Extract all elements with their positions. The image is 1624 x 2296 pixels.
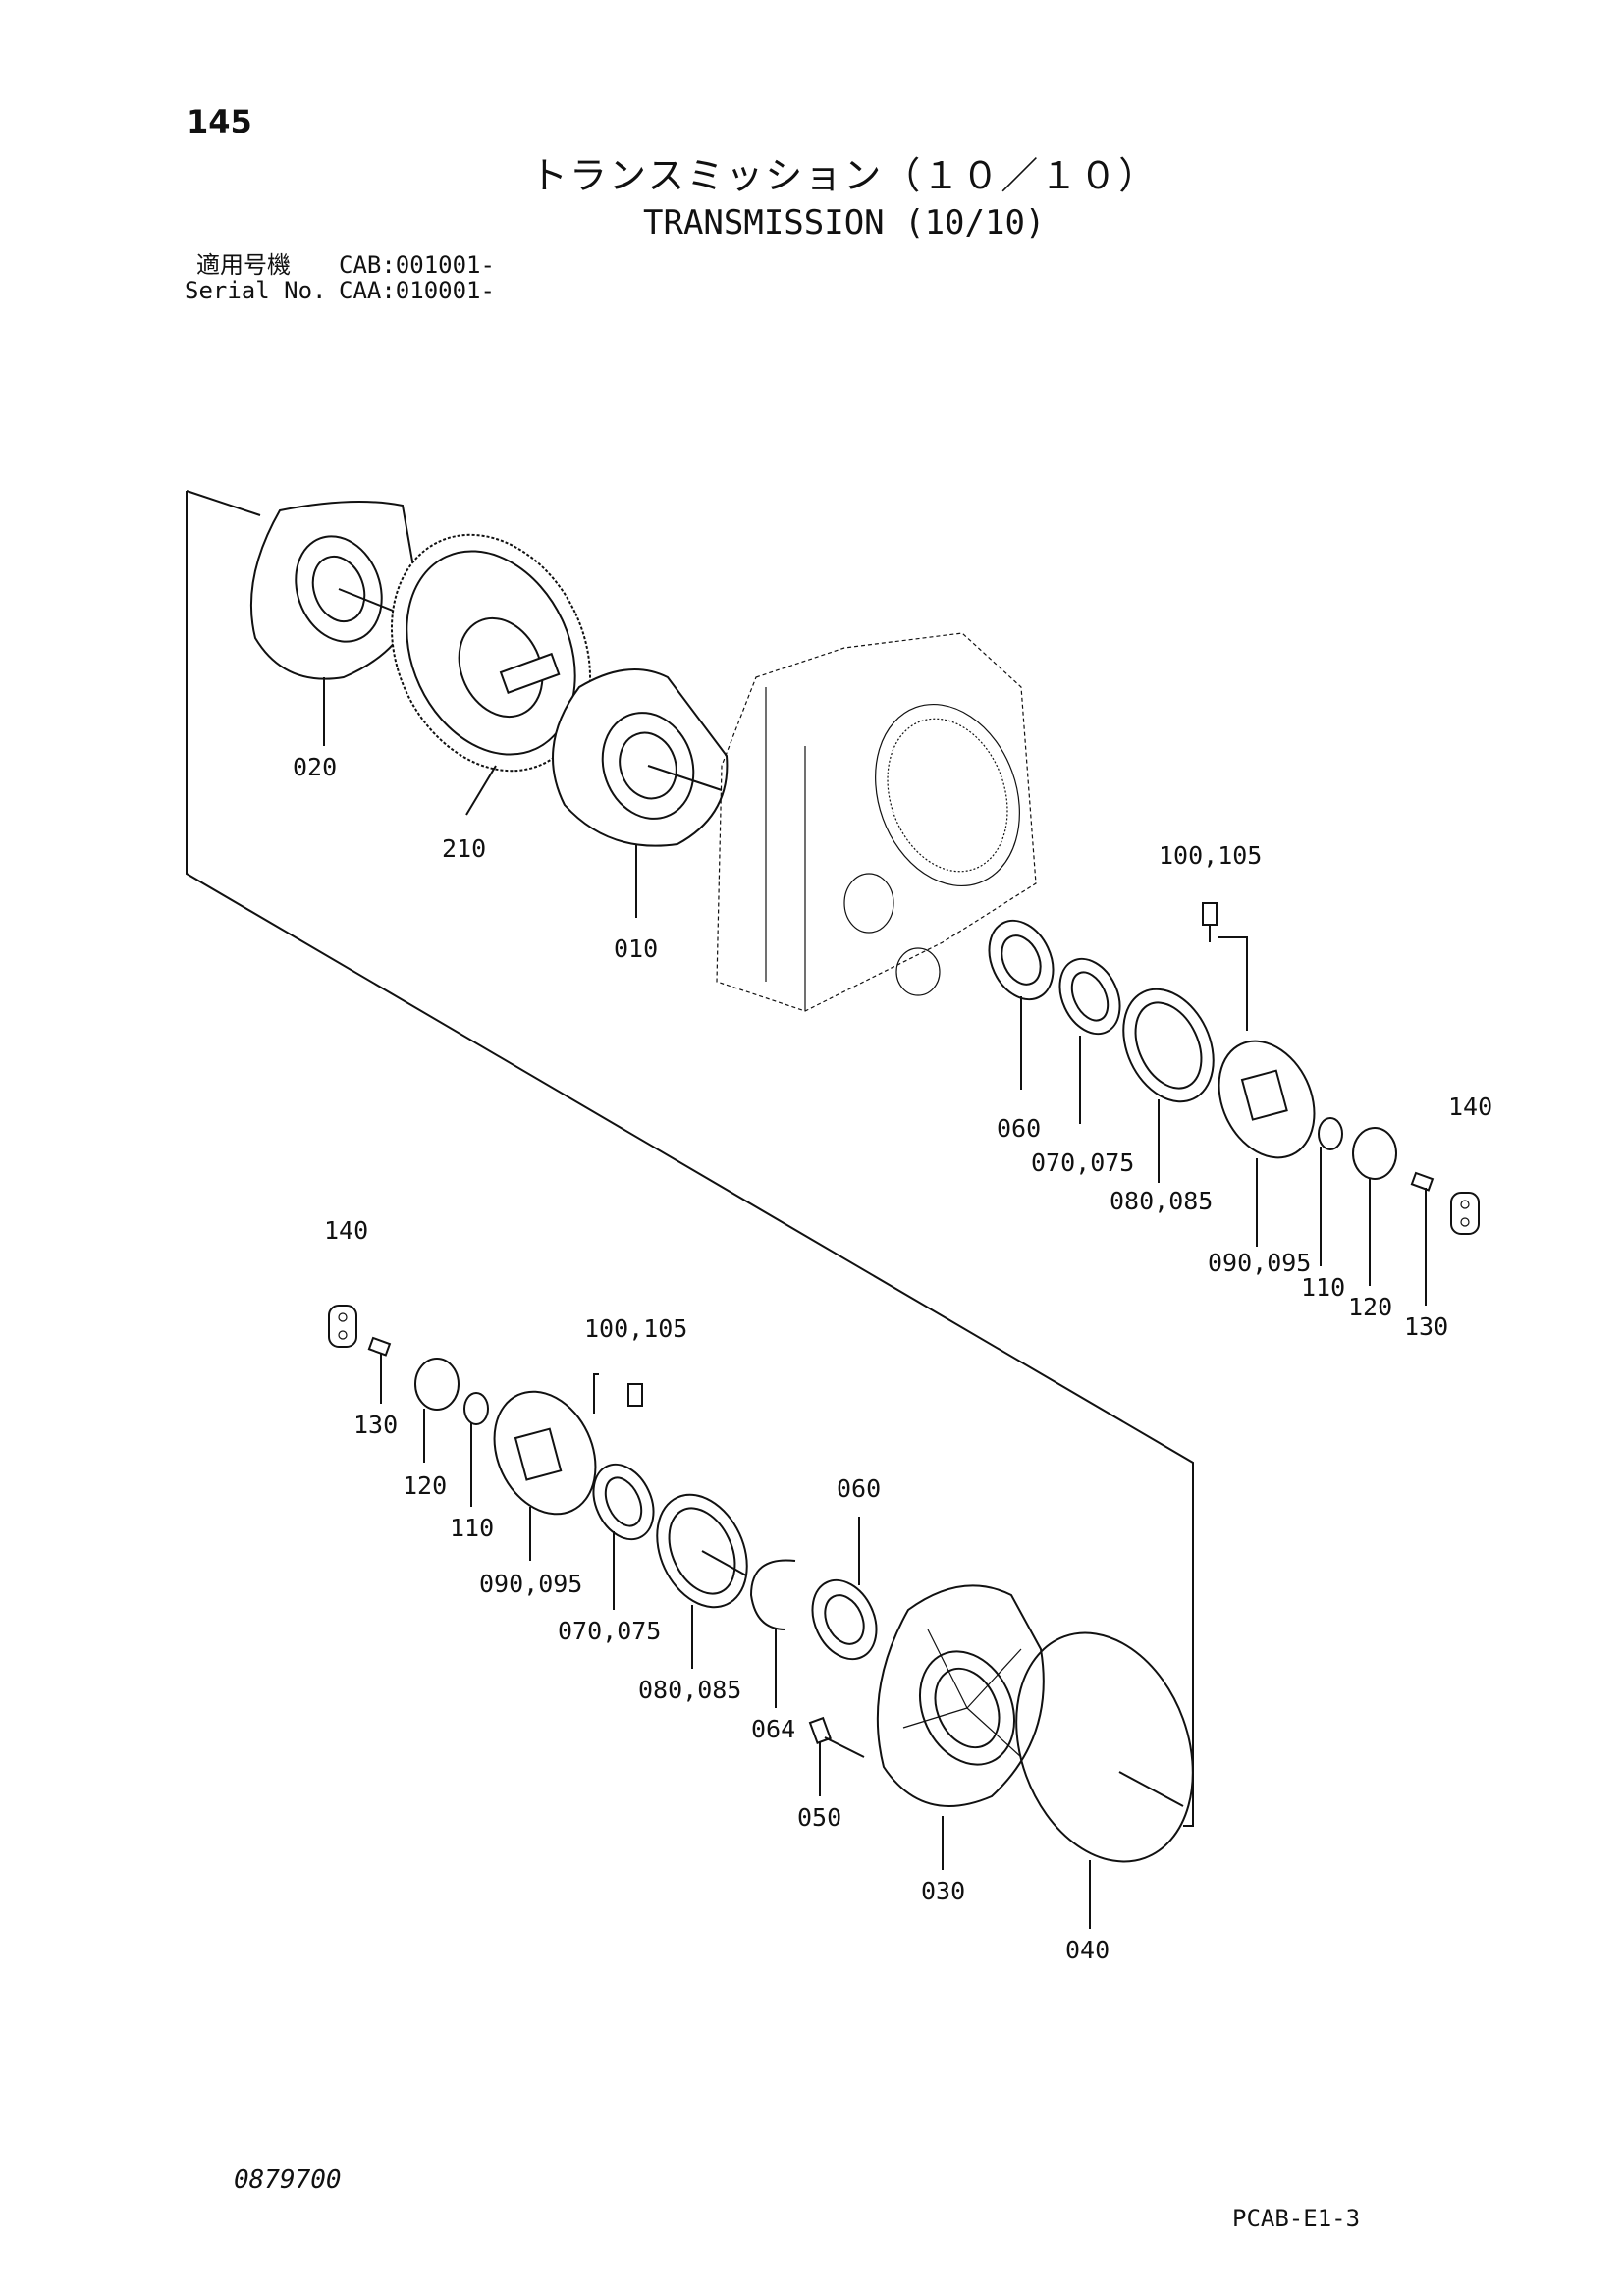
callout-060-upper: 060: [997, 1114, 1041, 1143]
part-090-095-lower-flange: [493, 1390, 597, 1561]
part-090-095-upper-flange: [1218, 1040, 1316, 1247]
part-064-snap-ring: [749, 1559, 796, 1708]
assembly-guide-lines: [186, 490, 1194, 1827]
part-050-bolt: [808, 1716, 865, 1796]
callout-100-105-upper: 100,105: [1159, 841, 1262, 870]
part-030-end-cover: [876, 1584, 1045, 1870]
callout-110-upper: 110: [1301, 1273, 1345, 1302]
part-120-lower-cap: [414, 1358, 460, 1463]
callout-090-095-upper: 090,095: [1208, 1249, 1311, 1277]
callout-040: 040: [1065, 1936, 1110, 1964]
serial-range-cab: CAB:001001-: [339, 251, 495, 279]
callout-020: 020: [293, 753, 337, 781]
part-080-085-lower-shim: [656, 1493, 748, 1669]
part-130-upper-bolt: [1410, 1171, 1435, 1306]
document-code: 0879700: [234, 2165, 342, 2195]
callout-130-upper: 130: [1404, 1312, 1448, 1341]
part-070-075-upper-seal: [1058, 957, 1121, 1124]
part-060-lower-bearing: [811, 1517, 878, 1661]
callout-100-105-lower: 100,105: [584, 1314, 687, 1343]
page-title-english: TRANSMISSION (10/10): [643, 203, 1046, 242]
callout-090-095-lower: 090,095: [479, 1570, 582, 1598]
callout-080-085-lower: 080,085: [638, 1676, 741, 1704]
part-140-upper-lock-plate: [1450, 1192, 1480, 1235]
callout-070-075-lower: 070,075: [558, 1617, 661, 1645]
page-number: 145: [187, 103, 252, 140]
part-060-upper-bearing: [988, 919, 1055, 1090]
part-100-105-lower-bolt: [593, 1373, 643, 1414]
part-110-lower-oring: [463, 1392, 489, 1507]
callout-120-upper: 120: [1348, 1293, 1392, 1321]
callout-050: 050: [797, 1803, 841, 1832]
page-title-japanese: トランスミッション（１０／１０）: [530, 154, 1159, 197]
callout-064: 064: [751, 1715, 795, 1743]
callout-120-lower: 120: [403, 1471, 447, 1500]
part-210-ring-gear: [390, 533, 592, 816]
part-120-upper-cap: [1352, 1127, 1397, 1286]
part-110-upper-oring: [1318, 1117, 1343, 1266]
callout-130-lower: 130: [353, 1411, 398, 1439]
serial-label-english: Serial No.: [185, 277, 327, 304]
callout-140-upper: 140: [1448, 1093, 1492, 1121]
part-130-lower-bolt: [367, 1336, 392, 1404]
callout-080-085-upper: 080,085: [1110, 1187, 1213, 1215]
part-010-bearing-cover: [552, 668, 729, 918]
serial-label-japanese: 適用号機: [196, 251, 291, 279]
part-040-oring: [1015, 1631, 1194, 1929]
part-070-075-lower-seal: [592, 1463, 655, 1610]
callout-060-lower: 060: [837, 1474, 881, 1503]
callout-030: 030: [921, 1877, 965, 1905]
part-080-085-upper-shim: [1122, 988, 1215, 1183]
part-100-105-upper-bolt: [1202, 902, 1248, 1031]
callout-010: 010: [614, 934, 658, 963]
page-code: PCAB-E1-3: [1232, 2205, 1361, 2232]
callout-070-075-upper: 070,075: [1031, 1148, 1134, 1177]
part-140-lower-lock-plate: [328, 1305, 357, 1348]
part-020-cover-plate: [249, 501, 419, 746]
transmission-case: [716, 632, 1037, 1012]
callout-210: 210: [442, 834, 486, 863]
serial-range-caa: CAA:010001-: [339, 277, 495, 304]
callout-140-lower: 140: [324, 1216, 368, 1245]
callout-110-lower: 110: [450, 1514, 494, 1542]
